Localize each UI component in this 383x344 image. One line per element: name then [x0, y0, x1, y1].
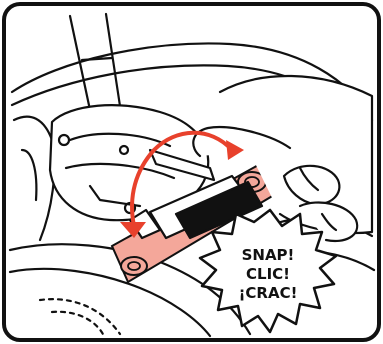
snap-button-lower	[121, 257, 147, 275]
callout-line-2: CLIC!	[246, 265, 290, 283]
callout-line-3: ¡CRAC!	[239, 284, 298, 302]
callout-line-1: SNAP!	[242, 246, 295, 264]
